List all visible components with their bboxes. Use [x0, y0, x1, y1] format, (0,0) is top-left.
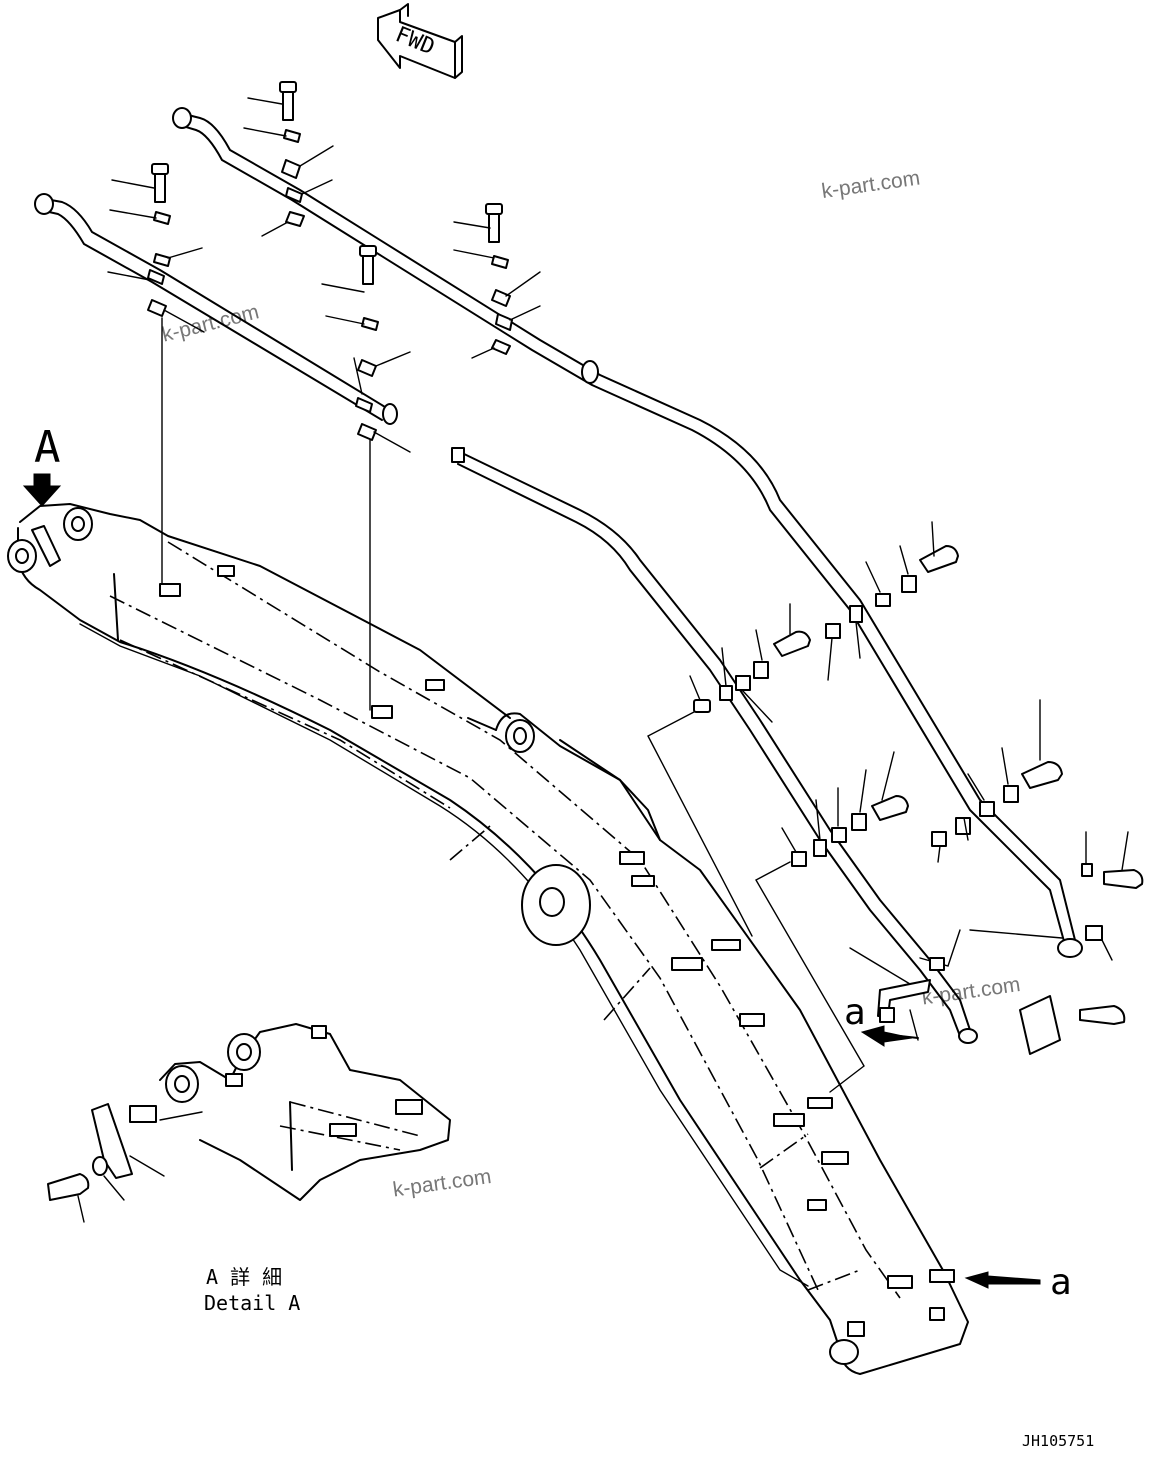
- clamp-assembly-3: [453, 203, 541, 359]
- clamp-assembly-9: [1081, 831, 1144, 961]
- drawing-number: JH105751: [1022, 1432, 1094, 1450]
- pipe-upper-2: [34, 193, 398, 425]
- detail-a-marker: A: [22, 422, 62, 567]
- boom-body: [7, 503, 969, 1375]
- connector-a-detail: a: [844, 947, 1126, 1055]
- detail-caption-english: Detail A: [204, 1291, 300, 1315]
- clamp-assembly-2: [107, 163, 205, 586]
- watermark-top-right: k-part.com: [820, 166, 921, 203]
- leader-arrow-icon: [860, 1025, 913, 1047]
- connector-ref-a-left: a: [844, 992, 866, 1033]
- clamp-assembly-4: [321, 245, 411, 711]
- routing-leaders: [647, 711, 1063, 1093]
- fwd-arrow-icon: FWD: [377, 3, 463, 79]
- clamp-assembly-7: [781, 751, 909, 867]
- detail-a-inset: [47, 1023, 451, 1223]
- view-arrow-icon: [22, 473, 62, 507]
- pipe-lower-3: [451, 447, 978, 1044]
- pipe-upper-1: [172, 107, 1083, 958]
- boom-brackets: [159, 565, 955, 1337]
- clamp-assembly-6: [825, 521, 959, 681]
- connector-a-pointer: a: [964, 1262, 1072, 1303]
- clamp-assembly-5: [689, 603, 811, 723]
- clamp-assembly-8: [931, 699, 1063, 863]
- watermark-bottom: k-part.com: [391, 1165, 492, 1202]
- connector-ref-a-right: a: [1050, 1262, 1072, 1303]
- detail-caption-japanese: A 詳 細: [206, 1265, 282, 1289]
- detail-a-label: A: [34, 422, 61, 473]
- clamp-assembly-1: [243, 81, 334, 237]
